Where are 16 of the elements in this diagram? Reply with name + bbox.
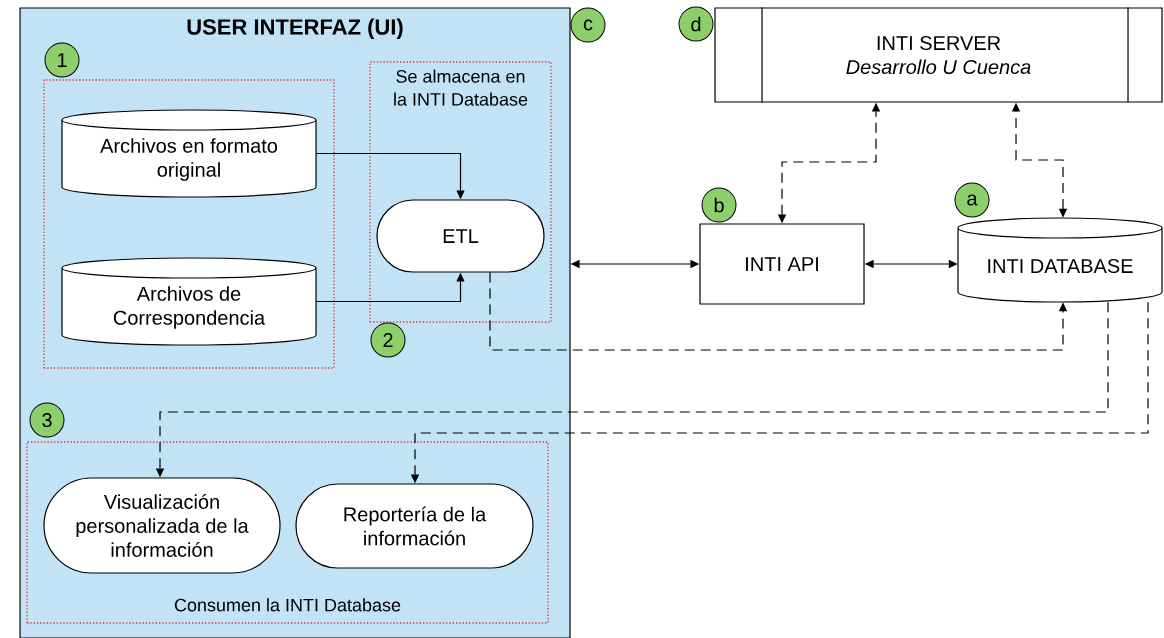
database-cylinder: Archivos de Correspondencia bbox=[61, 257, 317, 346]
process-pill: Visualización personalizada de la información bbox=[43, 477, 281, 574]
number-badge: 3 bbox=[29, 402, 65, 438]
server-box: INTI SERVER Desarrollo U Cuenca bbox=[714, 6, 1163, 104]
number-badge: a bbox=[954, 182, 990, 218]
number-badge: 1 bbox=[44, 42, 80, 78]
database-cylinder: Archivos en formato original bbox=[61, 109, 317, 198]
number-badge: b bbox=[701, 187, 737, 223]
number-badge: 2 bbox=[370, 322, 406, 358]
process-box: INTI API bbox=[699, 223, 865, 305]
number-badge: c bbox=[570, 7, 606, 43]
process-pill: Reportería de la información bbox=[295, 483, 534, 569]
database-cylinder: INTI DATABASE bbox=[957, 217, 1163, 303]
number-badge: d bbox=[678, 6, 714, 42]
process-pill: ETL bbox=[376, 199, 545, 273]
dotted-group-box bbox=[43, 79, 335, 369]
